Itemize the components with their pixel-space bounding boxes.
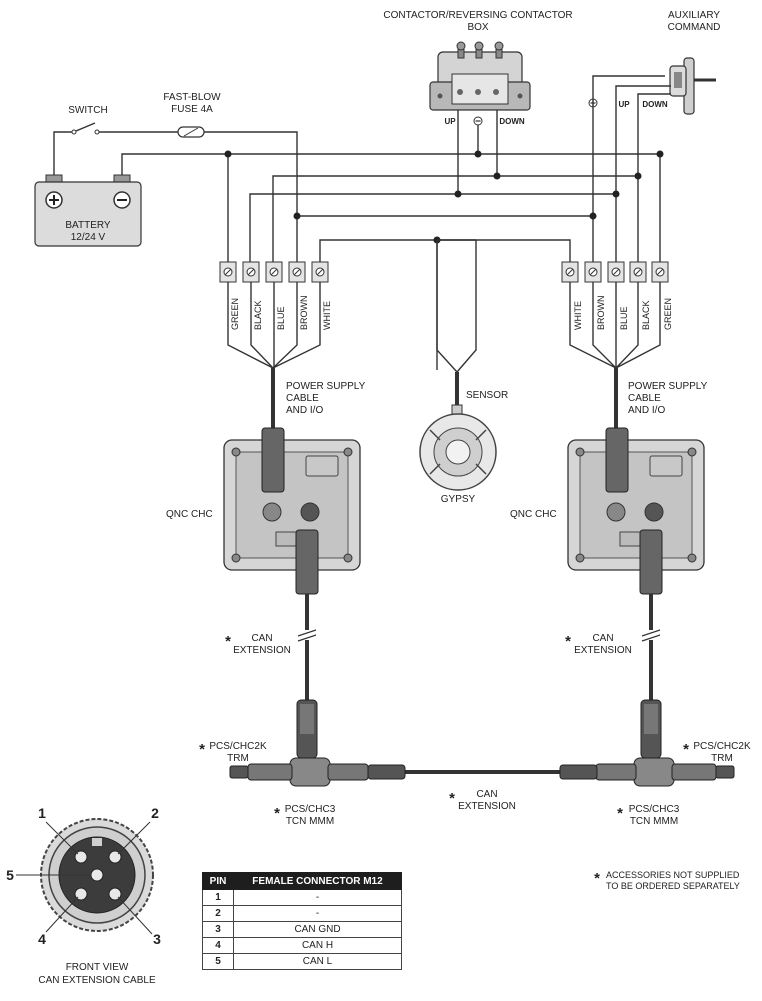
- terminal-block-right: [561, 261, 669, 283]
- pcs-tcn-label-right-2: TCN MMM: [630, 816, 678, 827]
- pcs-tcn-label-left-1: PCS/CHC3: [285, 804, 336, 815]
- battery-label-2: 12/24 V: [71, 232, 106, 243]
- wire-label-left: BROWN: [299, 296, 309, 331]
- gypsy-label: GYPSY: [441, 494, 476, 505]
- signal-cell: CAN L: [233, 953, 402, 970]
- battery: [34, 174, 142, 247]
- can-cables: [297, 594, 661, 774]
- pin-cell: 3: [202, 921, 234, 938]
- auxiliary-command-switch: [669, 57, 716, 115]
- accessories-note-1: ACCESSORIES NOT SUPPLIED: [606, 870, 740, 880]
- can-extension-label-right-2: EXTENSION: [574, 645, 632, 656]
- aux-up-label: UP: [618, 100, 630, 109]
- fuse-label-1: FAST-BLOW: [163, 92, 221, 103]
- wire-label-left: WHITE: [322, 301, 332, 330]
- signal-cell: CAN GND: [233, 921, 402, 938]
- t-connector-right: [559, 699, 735, 787]
- converging-wires: [227, 240, 661, 432]
- can-extension-label-left-1: CAN: [251, 633, 272, 644]
- terminal-block-left: [219, 261, 329, 283]
- pin-number-label: 1: [38, 805, 46, 821]
- qnc-chc-label-left: QNC CHC: [166, 509, 213, 520]
- wire-label-right: GREEN: [663, 298, 673, 330]
- table-row: 4 CAN H: [202, 937, 402, 954]
- qnc-chc-label-right: QNC CHC: [510, 509, 557, 520]
- power-cable-label-right-1: POWER SUPPLY: [628, 381, 708, 392]
- top-wiring: [53, 75, 671, 370]
- power-cable-label-left-3: AND I/O: [286, 405, 323, 416]
- power-cable-label-left-2: CABLE: [286, 393, 319, 404]
- can-extension-label-mid-2: EXTENSION: [458, 801, 516, 812]
- table-row: 1 -: [202, 889, 402, 906]
- pcs-trm-label-right-1: PCS/CHC2K: [693, 741, 751, 752]
- table-row: 2 -: [202, 905, 402, 922]
- wire-label-left: BLUE: [276, 306, 286, 330]
- pin-cell: 1: [202, 889, 234, 906]
- sensor-label: SENSOR: [466, 390, 508, 401]
- star-icon: *: [225, 633, 231, 650]
- contactor-up-label: UP: [444, 117, 456, 126]
- signal-cell: CAN H: [233, 937, 402, 954]
- can-extension-label-left-2: EXTENSION: [233, 645, 291, 656]
- contactor-box: [429, 41, 531, 111]
- pin-cell: 2: [202, 905, 234, 922]
- pin-number-label: 2: [151, 805, 159, 821]
- signal-cell: -: [233, 905, 402, 922]
- aux-down-label: DOWN: [642, 100, 668, 109]
- can-extension-label-right-1: CAN: [592, 633, 613, 644]
- wire-label-right: BLACK: [641, 300, 651, 330]
- wire-label-right: BLUE: [619, 306, 629, 330]
- pcs-trm-label-left-2: TRM: [227, 753, 249, 764]
- star-icon: *: [199, 741, 205, 758]
- wire-label-right: BROWN: [596, 296, 606, 331]
- contactor-down-label: DOWN: [499, 117, 525, 126]
- aux-command-label-2: COMMAND: [668, 22, 721, 33]
- pcs-trm-label-right-2: TRM: [711, 753, 733, 764]
- battery-label-1: BATTERY: [65, 220, 111, 231]
- table-row: 5 CAN L: [202, 953, 402, 970]
- star-icon: *: [565, 633, 571, 650]
- wire-label-left: BLACK: [253, 300, 263, 330]
- wire-label-right: WHITE: [573, 301, 583, 330]
- pin-table-header-row: PIN FEMALE CONNECTOR M12: [202, 872, 402, 890]
- pin-table: PIN FEMALE CONNECTOR M12 1 - 2 - 3 CAN G…: [202, 872, 402, 970]
- switch-label: SWITCH: [68, 105, 107, 116]
- gypsy-sensor: [419, 404, 497, 491]
- star-icon: *: [274, 805, 280, 822]
- contactor-box-label-2: BOX: [467, 22, 488, 33]
- front-view-label-1: FRONT VIEW: [66, 962, 129, 973]
- aux-command-label-1: AUXILIARY: [668, 10, 720, 21]
- pin-cell: 5: [202, 953, 234, 970]
- pin-number-label: 3: [153, 931, 161, 947]
- power-cable-label-left-1: POWER SUPPLY: [286, 381, 366, 392]
- pcs-trm-label-left-1: PCS/CHC2K: [209, 741, 267, 752]
- star-icon: *: [449, 790, 455, 807]
- qnc-chc-left: [223, 427, 361, 595]
- qnc-chc-right: [567, 427, 705, 595]
- front-view-label-2: CAN EXTENSION CABLE: [38, 975, 156, 986]
- can-extension-label-mid-1: CAN: [476, 789, 497, 800]
- pcs-tcn-label-left-2: TCN MMM: [286, 816, 334, 827]
- signal-cell: -: [233, 889, 402, 906]
- pcs-tcn-label-right-1: PCS/CHC3: [629, 804, 680, 815]
- pin-table-header: FEMALE CONNECTOR M12: [233, 872, 402, 890]
- pin-number-label: 4: [38, 931, 46, 947]
- accessories-note-2: TO BE ORDERED SEPARATELY: [606, 881, 740, 891]
- wire-label-left: GREEN: [230, 298, 240, 330]
- pin-cell: 4: [202, 937, 234, 954]
- power-cable-label-right-3: AND I/O: [628, 405, 665, 416]
- contactor-box-label-1: CONTACTOR/REVERSING CONTACTOR: [383, 10, 572, 21]
- fuse-label-2: FUSE 4A: [171, 104, 213, 115]
- m12-connector-front-view: [16, 818, 154, 935]
- t-connector-left: [229, 699, 406, 787]
- pin-table-header: PIN: [202, 872, 234, 890]
- star-icon: *: [617, 805, 623, 822]
- pin-number-label: 5: [6, 867, 14, 883]
- star-icon: *: [683, 741, 689, 758]
- table-row: 3 CAN GND: [202, 921, 402, 938]
- power-cable-label-right-2: CABLE: [628, 393, 661, 404]
- star-icon: *: [594, 870, 600, 887]
